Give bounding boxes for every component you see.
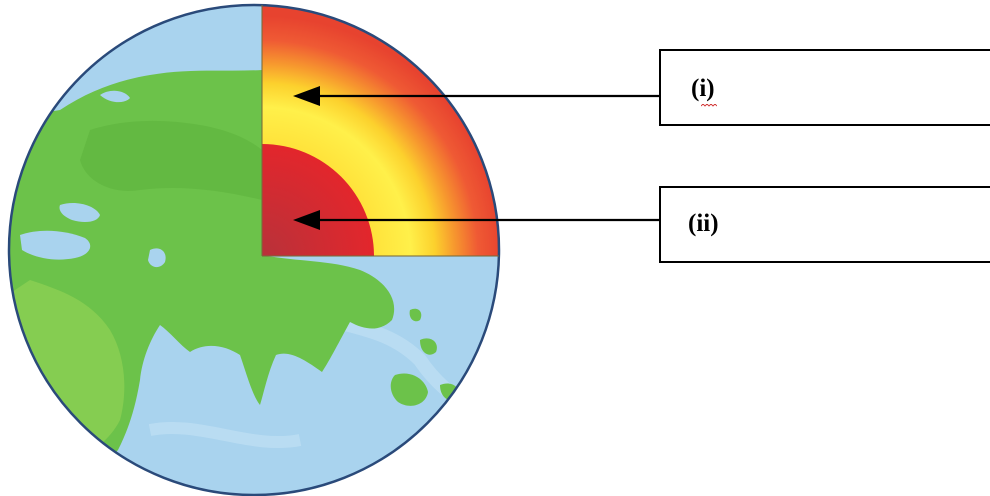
island: [390, 373, 428, 406]
globe-outline: [7, 3, 501, 496]
label-box-ii: [659, 186, 990, 263]
inner-layer-core: [262, 144, 374, 256]
label-ii-text: (ii): [688, 210, 719, 237]
label-i-text: (i): [691, 75, 715, 102]
arrow-i: [293, 86, 660, 106]
arrow-ii: [293, 210, 660, 230]
label-box-i: [659, 49, 990, 126]
spellcheck-underline: [701, 104, 717, 107]
inner-sea: [20, 230, 91, 260]
